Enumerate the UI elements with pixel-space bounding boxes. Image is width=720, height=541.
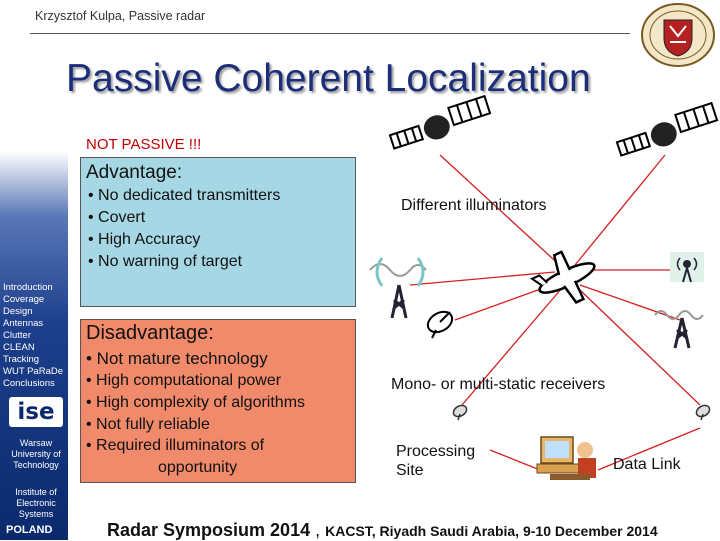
ise-logo: ise bbox=[9, 397, 63, 427]
satellite-icon bbox=[388, 94, 492, 150]
signal-line bbox=[579, 284, 681, 321]
disadvantage-item: • High complexity of algorithms bbox=[86, 394, 306, 411]
footer-event: Radar Symposium 2014 bbox=[107, 520, 311, 540]
signal-line bbox=[574, 154, 666, 266]
sidebar bbox=[0, 0, 68, 540]
computer-workstation-icon bbox=[536, 436, 596, 480]
sidebar-item-introduction[interactable]: Introduction bbox=[3, 282, 53, 293]
slide-title: Passive Coherent Localization bbox=[66, 57, 591, 100]
dish-antenna-icon bbox=[426, 310, 454, 339]
signal-line bbox=[439, 154, 566, 271]
sidebar-item-antennas[interactable]: Antennas bbox=[3, 318, 44, 329]
institute-name: Institute of Electronic Systems bbox=[15, 487, 57, 519]
satellite-icon bbox=[615, 101, 719, 157]
sidebar-item-clean[interactable]: CLEAN bbox=[3, 342, 35, 353]
warning-text: NOT PASSIVE !!! bbox=[86, 136, 202, 153]
advantage-box bbox=[80, 157, 356, 307]
disadvantage-item: • High computational power bbox=[86, 372, 282, 389]
signal-line bbox=[461, 287, 563, 406]
header-divider bbox=[30, 33, 630, 34]
transmitter-tower-icon bbox=[369, 257, 427, 319]
advantage-item: • Covert bbox=[88, 209, 146, 226]
disadvantage-item: • Required illuminators of bbox=[86, 437, 265, 454]
sidebar-nav: Introduction Coverage Design Antennas Cl… bbox=[3, 282, 63, 390]
sidebar-item-coverage[interactable]: Coverage bbox=[3, 294, 45, 305]
processing-site-label: Processing Site bbox=[396, 443, 476, 479]
broadcast-tower-icon bbox=[670, 252, 704, 283]
university-crest-icon bbox=[641, 3, 715, 67]
author-label: Krzysztof Kulpa, Passive radar bbox=[35, 9, 206, 23]
signal-line bbox=[409, 271, 556, 286]
advantage-item: • High Accuracy bbox=[88, 231, 201, 248]
sidebar-item-clutter[interactable]: Clutter bbox=[3, 330, 31, 341]
transmitter-tower-icon bbox=[654, 310, 704, 349]
disadvantage-box bbox=[80, 319, 356, 483]
sidebar-item-wut-parade[interactable]: WUT PaRaDe bbox=[3, 366, 64, 377]
dish-antenna-icon bbox=[452, 404, 468, 421]
airplane-target-icon bbox=[530, 250, 596, 304]
signal-line bbox=[579, 289, 701, 406]
footer: Radar Symposium 2014 , KACST, Riyadh Sau… bbox=[107, 520, 658, 541]
data-link-line bbox=[489, 449, 541, 471]
data-link-line bbox=[597, 427, 701, 471]
disadvantage-item: opportunity bbox=[158, 459, 238, 476]
advantage-title: Advantage: bbox=[86, 162, 183, 183]
receivers-label: Mono- or multi-static receivers bbox=[391, 376, 606, 393]
sidebar-item-conclusions[interactable]: Conclusions bbox=[3, 378, 55, 389]
country-label: POLAND bbox=[6, 524, 53, 536]
sidebar-item-design[interactable]: Design bbox=[3, 306, 33, 317]
disadvantage-title: Disadvantage: bbox=[86, 322, 214, 344]
footer-location: KACST, Riyadh Saudi Arabia, 9-10 Decembe… bbox=[325, 523, 658, 539]
illuminators-label: Different illuminators bbox=[401, 197, 547, 214]
dish-antenna-icon bbox=[695, 404, 711, 421]
advantage-item: • No warning of target bbox=[88, 253, 243, 270]
university-name: Warsaw University of Technology bbox=[11, 438, 61, 470]
sidebar-item-tracking[interactable]: Tracking bbox=[3, 354, 40, 365]
data-link-label: Data Link bbox=[613, 456, 681, 473]
advantage-item: • No dedicated transmitters bbox=[88, 187, 281, 204]
disadvantage-item: • Not mature technology bbox=[86, 349, 268, 368]
disadvantage-item: • Not fully reliable bbox=[86, 416, 210, 433]
footer-separator: , bbox=[310, 520, 326, 540]
